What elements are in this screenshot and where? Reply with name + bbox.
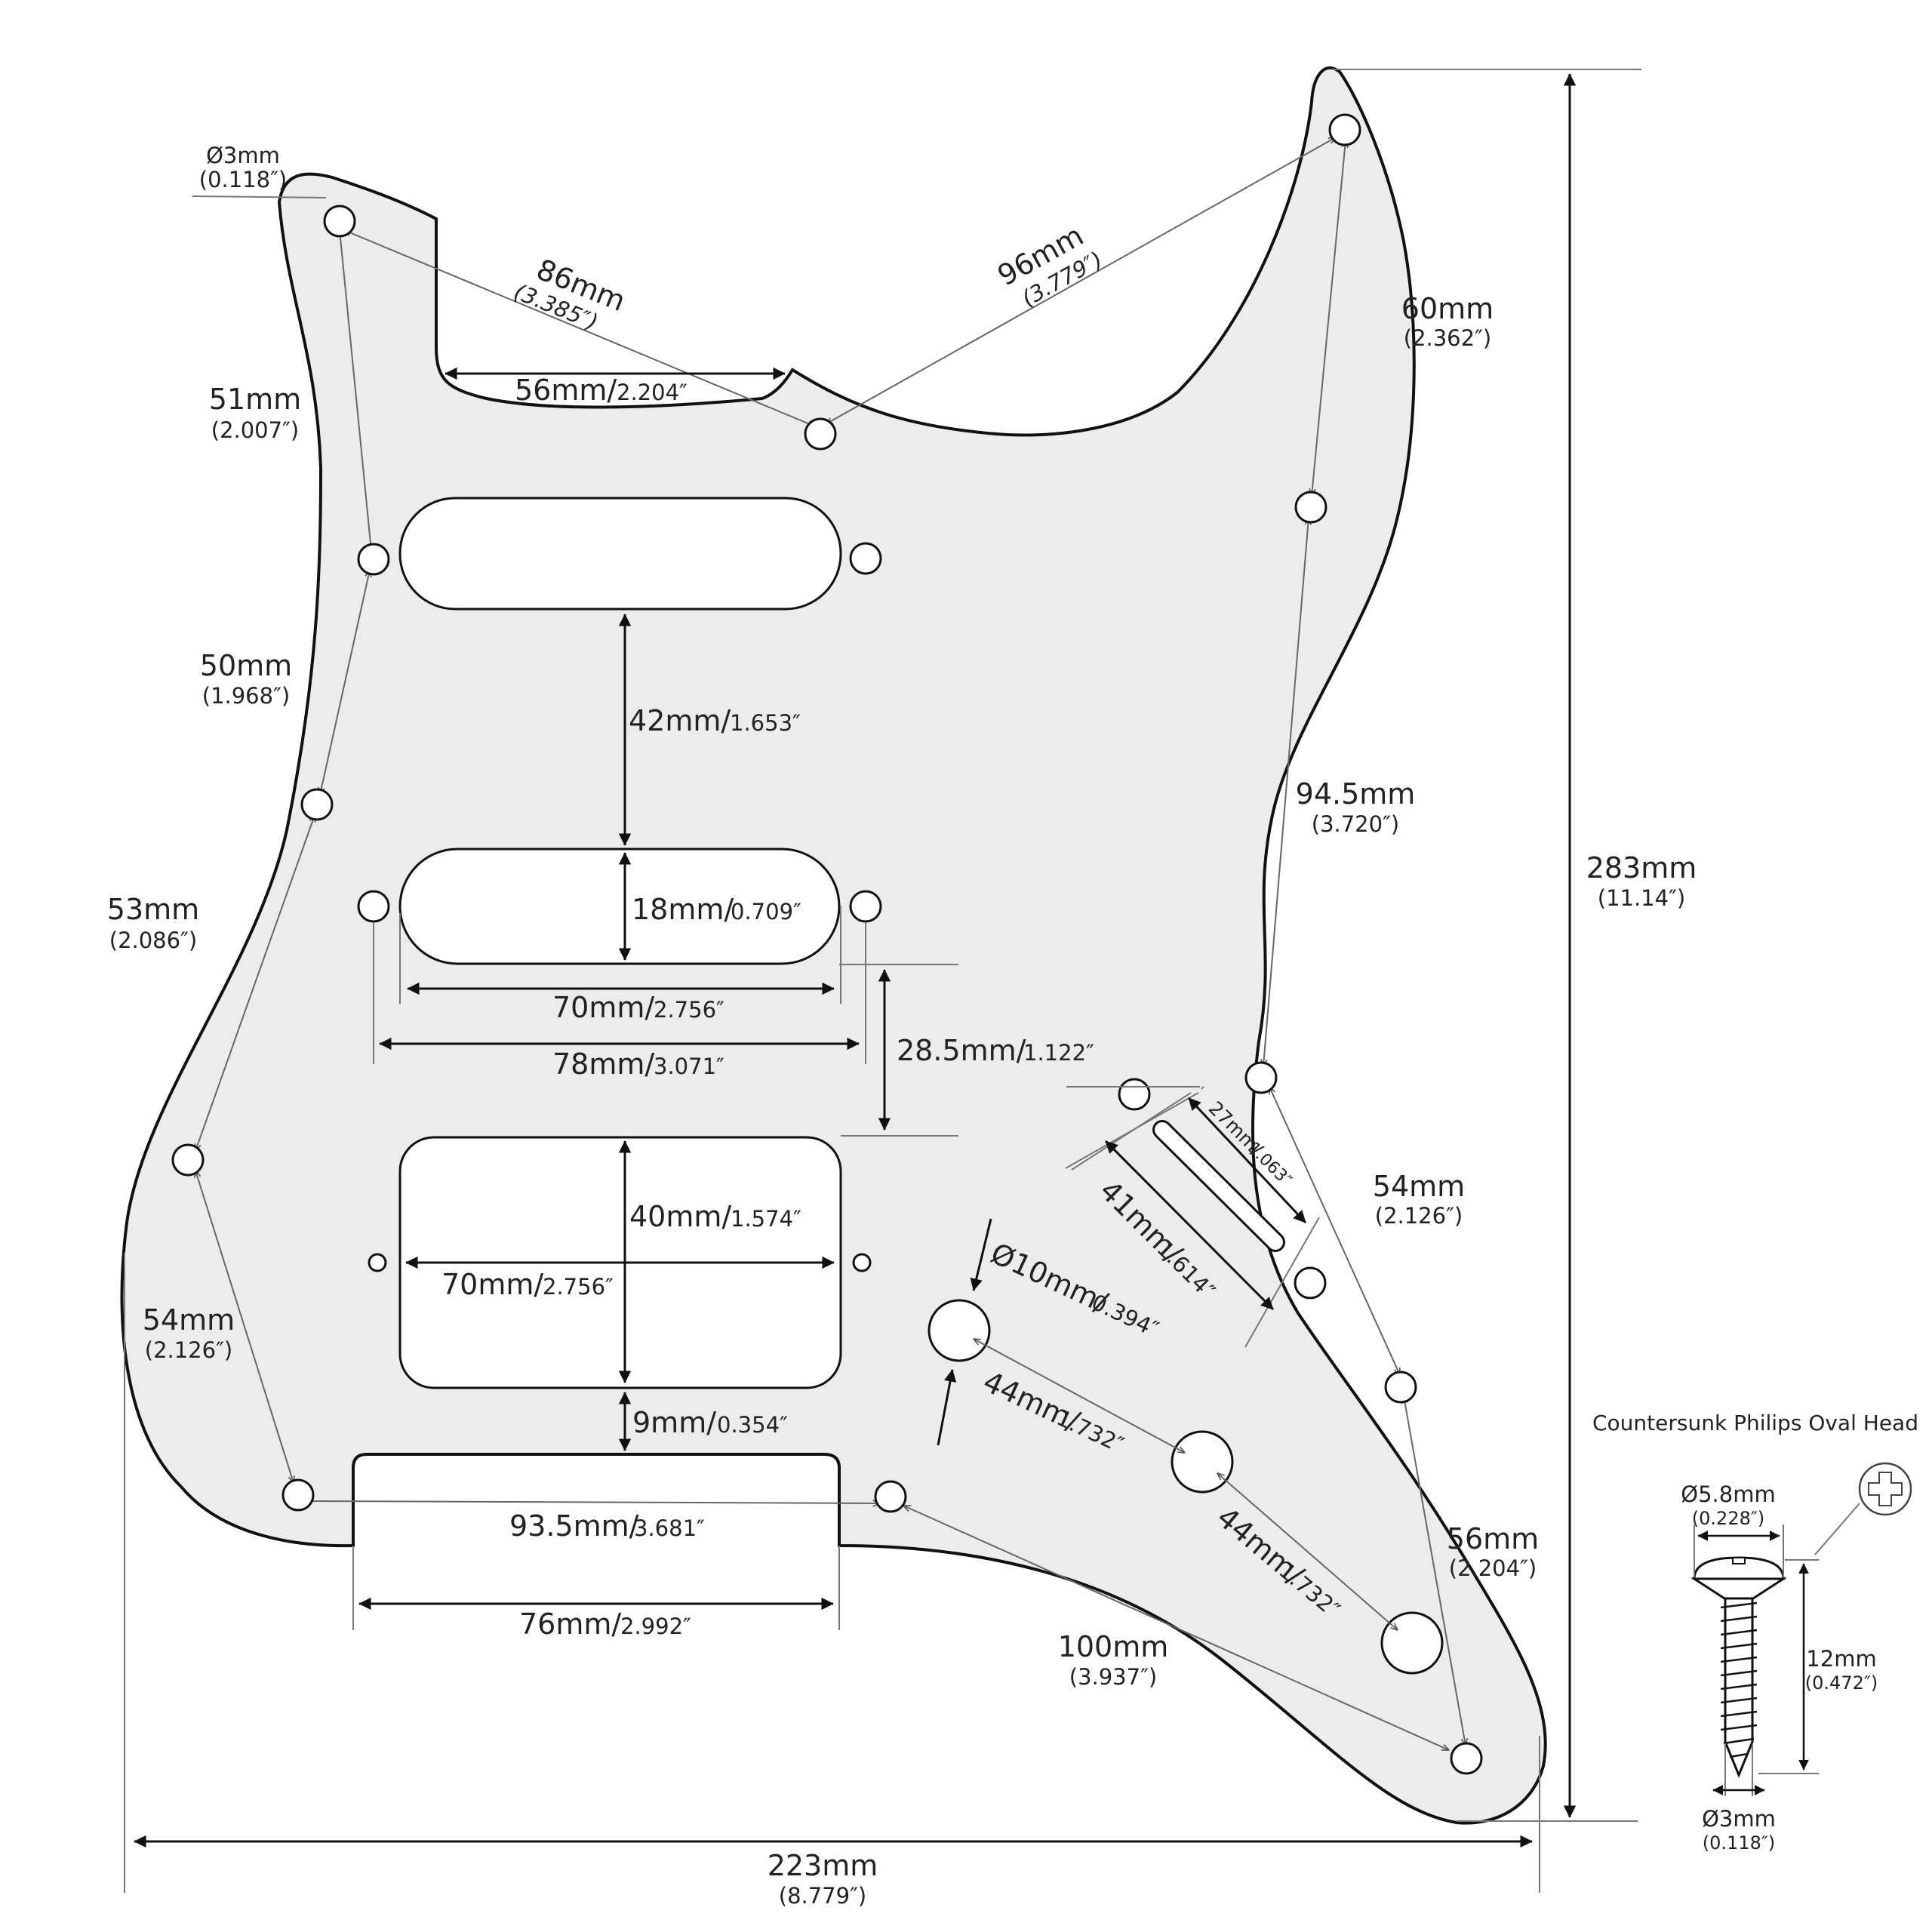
screw-detail: [1690, 1462, 1912, 1796]
svg-text:(2.126″): (2.126″): [145, 1337, 232, 1363]
screw-span-lines: [195, 137, 1466, 1750]
svg-text:(3.720″): (3.720″): [1312, 811, 1399, 837]
screw-hole: [1450, 1742, 1483, 1775]
svg-text:0.709″: 0.709″: [731, 899, 801, 924]
screw-hole: [357, 543, 390, 576]
svg-text:1.574″: 1.574″: [731, 1206, 801, 1232]
svg-text:(0.118″): (0.118″): [1703, 1832, 1775, 1854]
svg-text:3.681″: 3.681″: [634, 1515, 705, 1541]
svg-text:(8.779″): (8.779″): [779, 1883, 866, 1909]
pot-hole: [1171, 1430, 1234, 1494]
screw-hole: [1244, 1061, 1278, 1094]
svg-text:(0.118″): (0.118″): [199, 167, 287, 192]
screw-hole: [874, 1480, 907, 1513]
svg-text:Ø3mm: Ø3mm: [206, 143, 280, 168]
screw-hole: [300, 788, 334, 821]
screw-hole: [281, 1478, 315, 1512]
svg-text:12mm: 12mm: [1806, 1646, 1876, 1672]
svg-text:3.071″: 3.071″: [654, 1054, 724, 1079]
pickguard-outline: [120, 66, 1547, 1825]
extension-lines: [124, 69, 1641, 1893]
neck-pickup-route: [398, 497, 842, 611]
svg-text:54mm: 54mm: [1373, 1170, 1465, 1203]
svg-text:Ø3mm: Ø3mm: [1702, 1806, 1776, 1832]
svg-text:2.204″: 2.204″: [617, 380, 688, 405]
svg-text:54mm: 54mm: [143, 1303, 235, 1337]
screw-hole: [1294, 491, 1327, 524]
svg-text:56mm: 56mm: [1447, 1522, 1539, 1555]
screw-hole: [804, 417, 837, 451]
svg-text:(2.086″): (2.086″): [109, 928, 197, 953]
svg-text:1.122″: 1.122″: [1023, 1040, 1094, 1066]
svg-text:78mm/: 78mm/: [552, 1048, 654, 1081]
svg-text:9mm/: 9mm/: [632, 1406, 716, 1439]
svg-text:28.5mm/: 28.5mm/: [897, 1034, 1026, 1067]
svg-text:(2.007″): (2.007″): [211, 417, 299, 443]
svg-text:100mm: 100mm: [1058, 1630, 1169, 1663]
pot-hole: [928, 1299, 991, 1362]
screw-hole: [323, 205, 356, 238]
svg-text:56mm/: 56mm/: [515, 374, 617, 407]
svg-text:50mm: 50mm: [200, 649, 292, 682]
svg-text:70mm/: 70mm/: [552, 991, 654, 1024]
svg-text:(0.472″): (0.472″): [1805, 1672, 1878, 1694]
svg-text:(1.968″): (1.968″): [202, 683, 290, 709]
svg-text:42mm/: 42mm/: [629, 704, 731, 737]
svg-text:0.354″: 0.354″: [717, 1412, 788, 1438]
svg-text:(2.126″): (2.126″): [1375, 1203, 1463, 1229]
svg-text:1.653″: 1.653″: [730, 710, 801, 736]
svg-text:40mm/: 40mm/: [629, 1200, 731, 1233]
svg-text:223mm: 223mm: [768, 1849, 878, 1882]
svg-text:283mm: 283mm: [1586, 851, 1697, 884]
svg-text:76mm/: 76mm/: [519, 1607, 621, 1641]
dimension-arrows: [134, 73, 1577, 1848]
svg-text:2.756″: 2.756″: [543, 1274, 614, 1300]
svg-text:2.992″: 2.992″: [620, 1614, 691, 1639]
svg-text:70mm/: 70mm/: [441, 1268, 543, 1301]
svg-text:Ø5.8mm: Ø5.8mm: [1681, 1481, 1775, 1507]
svg-text:51mm: 51mm: [209, 383, 301, 416]
screw-hole: [171, 1143, 205, 1177]
svg-text:94.5mm: 94.5mm: [1296, 777, 1416, 811]
screw-hole: [1384, 1371, 1417, 1404]
screw-title: Countersunk Philips Oval Head: [1592, 1411, 1918, 1435]
svg-text:93.5mm/: 93.5mm/: [509, 1509, 639, 1543]
svg-text:(2.362″): (2.362″): [1404, 325, 1491, 351]
svg-text:18mm/: 18mm/: [632, 893, 734, 926]
pot-hole: [1380, 1611, 1444, 1675]
svg-text:(11.14″): (11.14″): [1598, 885, 1685, 911]
pot-dia-arrows: [937, 1218, 992, 1446]
svg-text:2.756″: 2.756″: [654, 997, 724, 1023]
screw-hole: [1328, 113, 1361, 146]
svg-text:60mm: 60mm: [1401, 292, 1494, 325]
screw-holes: [171, 113, 1483, 1775]
svg-text:(2.204″): (2.204″): [1449, 1555, 1537, 1581]
svg-text:(0.228″): (0.228″): [1692, 1508, 1764, 1529]
svg-text:(3.937″): (3.937″): [1069, 1664, 1157, 1690]
svg-text:53mm: 53mm: [107, 893, 199, 926]
